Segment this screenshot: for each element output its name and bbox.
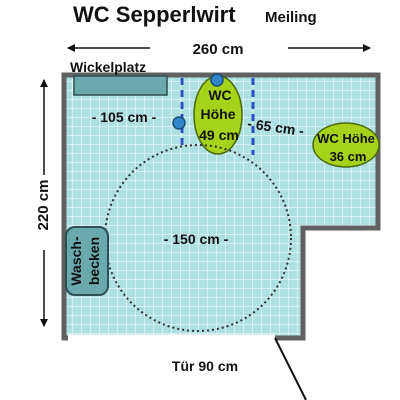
wc-second: [312, 122, 380, 168]
flush-button-marker: [210, 73, 224, 87]
wc-second-line1: WC Höhe: [317, 131, 375, 146]
turning-circle-label: - 150 cm -: [164, 231, 229, 247]
wc-second-line2: 36 cm: [330, 149, 367, 164]
changing-table-label: Wickelplatz: [70, 59, 146, 75]
changing-table: [73, 75, 168, 96]
wc-main-line2: Höhe: [201, 106, 236, 122]
door-label: Tür 90 cm: [172, 358, 238, 374]
width-label: 260 cm: [193, 41, 244, 58]
wc-main-line3: 49 cm: [199, 127, 239, 143]
wc-main-line1: WC: [208, 87, 231, 103]
flush-button-marker-side: [172, 116, 186, 130]
gap-left-label: - 105 cm -: [92, 109, 157, 125]
title-main: WC Sepperlwirt: [73, 2, 236, 27]
sink-line1: Wasch-: [68, 236, 84, 286]
sink: [65, 226, 109, 296]
sink-line2: becken: [86, 237, 102, 285]
height-label: 220 cm: [35, 180, 52, 231]
gap-right-label: - 65 cm -: [246, 115, 305, 139]
title-sub: Meiling: [265, 9, 317, 26]
door-leaf: [274, 337, 307, 400]
